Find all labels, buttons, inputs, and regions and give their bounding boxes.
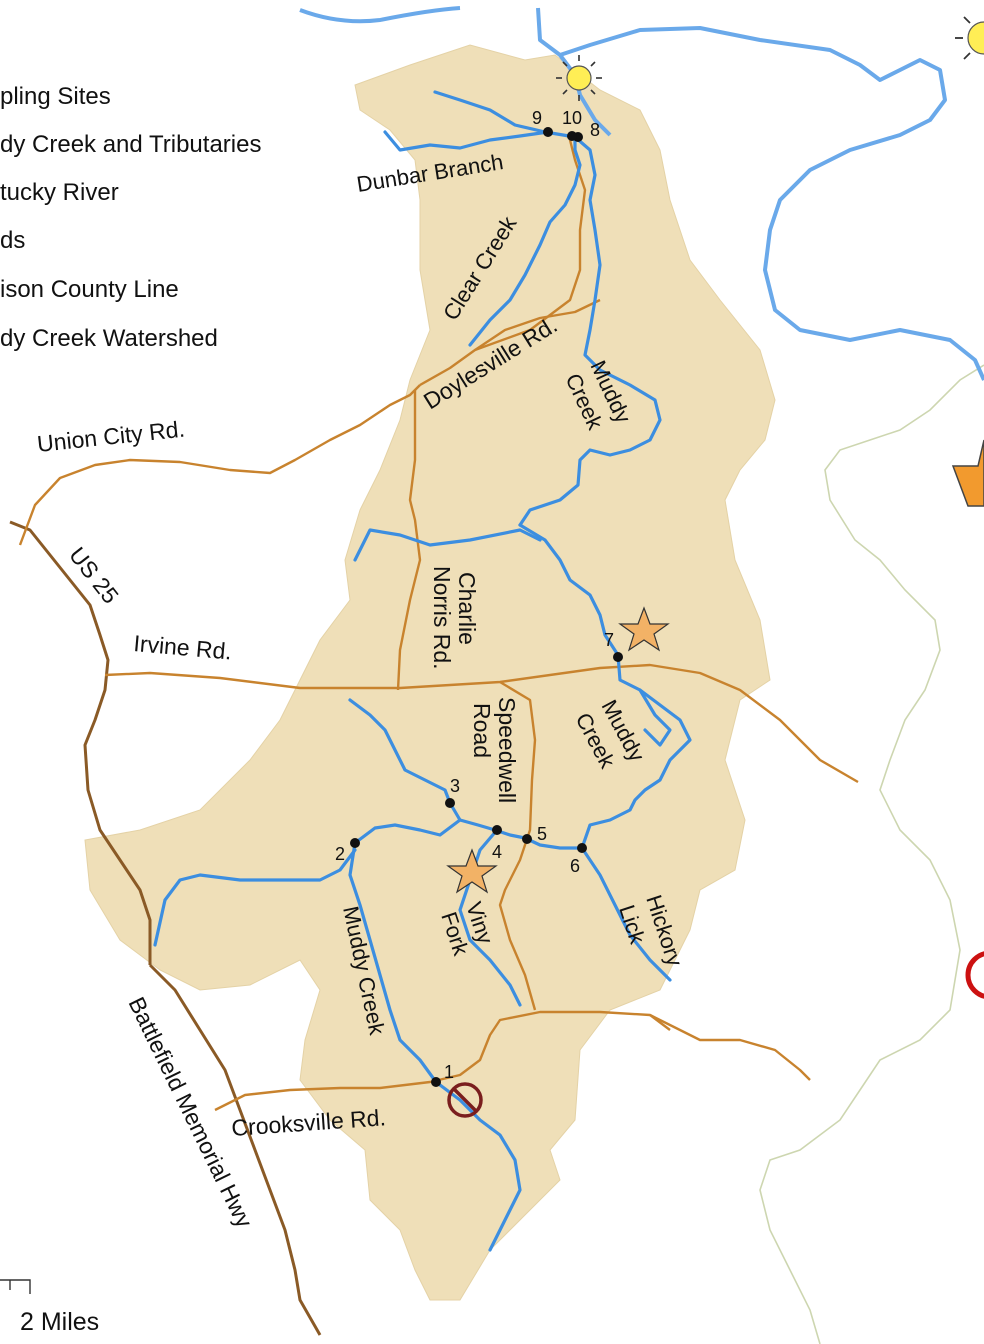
irvine-road-label: Irvine Rd. — [133, 630, 233, 664]
site-label-4: 4 — [492, 842, 502, 862]
site-label-6: 6 — [570, 856, 580, 876]
no-entry-icon — [447, 1082, 483, 1118]
site-label-7: 7 — [604, 630, 614, 650]
site-label-1: 1 — [444, 1062, 454, 1082]
dunbar-branch-west — [383, 130, 550, 152]
muddy-creek-upper — [518, 135, 662, 527]
legend-kentucky-river: tucky River — [0, 179, 119, 206]
legend-sampling-sites: pling Sites — [0, 83, 111, 110]
sampling-site-dot[interactable] — [492, 825, 502, 835]
scale-label: 2 Miles — [20, 1308, 99, 1336]
kentucky-river-main — [536, 7, 984, 381]
sun-icon — [955, 16, 984, 60]
legend-watershed: dy Creek Watershed — [0, 325, 218, 352]
charlie-norris-label-1: Charlie — [454, 572, 480, 645]
sampling-site-dot[interactable] — [567, 131, 577, 141]
site-label-10: 10 — [562, 108, 582, 128]
legend-roads: ds — [0, 227, 25, 254]
muddy-creek-watershed — [84, 44, 776, 1301]
site-label-9: 9 — [532, 108, 542, 128]
speedwell-label-1: Speedwell — [494, 697, 520, 803]
doylesville-connector — [474, 139, 587, 352]
muddy-creek-south-stream — [348, 841, 522, 1252]
crooksville-east-road — [649, 1014, 671, 1031]
us-25-road — [9, 520, 152, 965]
sampling-sites: 1 2 3 4 5 6 7 8 9 10 — [335, 108, 623, 1087]
sampling-site-dot[interactable] — [445, 798, 455, 808]
muddy-creek-loop — [638, 688, 672, 747]
kentucky-river-branch — [558, 53, 612, 137]
us-25-label: US 25 — [64, 542, 124, 608]
battlefield-hwy-label: Battlefield Memorial Hwy — [124, 993, 259, 1232]
sun-icon — [556, 55, 602, 101]
star-icon — [951, 439, 984, 507]
muddy-creek-lower — [448, 801, 584, 850]
kentucky-river — [299, 6, 461, 24]
site-label-3: 3 — [450, 776, 460, 796]
madison-county-line — [759, 364, 984, 1344]
speedwell-label-2: Road — [469, 703, 495, 758]
muddy-creek-west-fork — [353, 528, 542, 562]
site-label-2: 2 — [335, 844, 345, 864]
speedwell-road — [498, 680, 537, 1011]
sampling-site-dot[interactable] — [522, 834, 532, 844]
irvine-road — [104, 663, 859, 784]
muddy-creek-branch-3 — [348, 698, 452, 805]
union-city-road-label: Union City Rd. — [36, 416, 186, 457]
clear-creek-stream — [468, 135, 582, 347]
doylesville-road — [419, 298, 601, 387]
star-icon — [446, 848, 498, 894]
site-label-8: 8 — [590, 120, 600, 140]
map-legend: pling Sites dy Creek and Tributaries tuc… — [0, 83, 261, 352]
muddy-creek-south-channel — [353, 818, 462, 845]
union-city-road — [18, 384, 421, 546]
viny-fork-stream — [458, 828, 522, 1007]
sampling-site-dot[interactable] — [350, 838, 360, 848]
sampling-site-dot[interactable] — [613, 652, 623, 662]
scale-bar: 2 Miles — [0, 1279, 99, 1336]
sampling-site-dot[interactable] — [431, 1077, 441, 1087]
sampling-site-dot[interactable] — [543, 127, 553, 137]
legend-county-line: ison County Line — [0, 276, 179, 303]
battlefield-memorial-hwy — [148, 963, 322, 1336]
site-label-5: 5 — [537, 824, 547, 844]
charlie-norris-label-2: Norris Rd. — [429, 566, 455, 670]
muddy-creek-west-trib — [153, 848, 357, 947]
sampling-site-dot[interactable] — [577, 843, 587, 853]
no-entry-icon — [965, 951, 984, 999]
legend-creek-tributaries: dy Creek and Tributaries — [0, 131, 261, 158]
muddy-creek-mid — [518, 523, 692, 850]
crooksville-road — [214, 1010, 811, 1112]
star-icon — [618, 606, 670, 652]
hickory-lick-stream — [580, 846, 672, 982]
